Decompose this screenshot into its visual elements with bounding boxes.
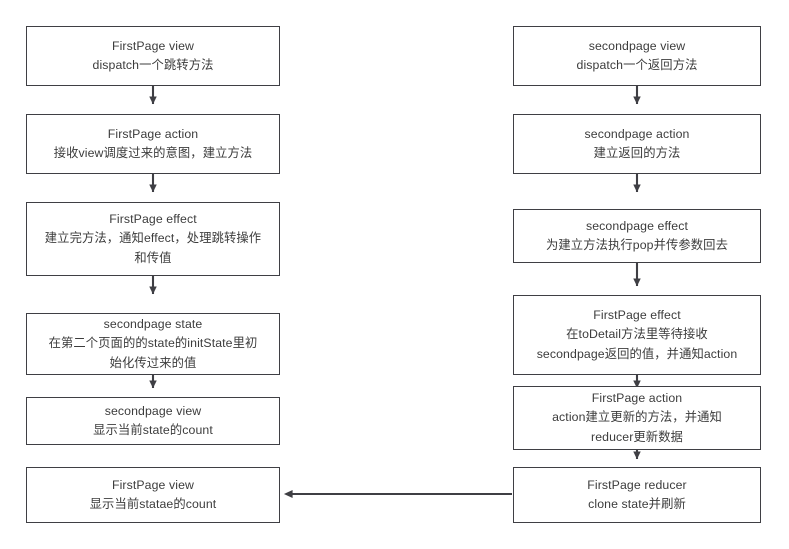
node-text-line: 显示当前state的count (93, 423, 213, 437)
node-text-line: 接收view调度过来的意图，建立方法 (53, 146, 253, 160)
node-text-line: secondpage view (588, 38, 686, 53)
node-text-line: FirstPage effect (593, 308, 681, 323)
node-text-line: 在toDetail方法里等待接收 (566, 327, 708, 342)
node-text-line: secondpage action (584, 126, 690, 141)
node-text-line: reducer更新数据 (591, 429, 683, 444)
node-text-line: FirstPage view (111, 38, 195, 53)
node-right-secondpage-effect[interactable]: secondpage effect 为建立方法执行pop并传参数回去 (513, 209, 761, 263)
node-text-line: secondpage effect (586, 218, 688, 233)
node-right-firstpage-reducer[interactable]: FirstPage reducer clone state并刷新 (513, 467, 761, 523)
node-text-line: 和传值 (134, 250, 172, 265)
node-text-line: FirstPage action (591, 391, 683, 406)
node-text-line: FirstPage action (107, 126, 199, 141)
node-text-line: FirstPage effect (109, 212, 197, 227)
node-text-line: 显示当前statae的count (89, 497, 217, 511)
node-right-secondpage-view[interactable]: secondpage view dispatch一个返回方法 (513, 26, 761, 86)
node-text-line: secondpage view (104, 403, 202, 418)
node-text-line: 为建立方法执行pop并传参数回去 (546, 238, 728, 252)
node-right-secondpage-action[interactable]: secondpage action 建立返回的方法 (513, 114, 761, 174)
node-left-firstpage-view[interactable]: FirstPage view dispatch一个跳转方法 (26, 26, 280, 86)
node-text-line: 始化传过来的值 (109, 355, 197, 370)
node-left-firstpage-effect[interactable]: FirstPage effect 建立完方法，通知effect，处理跳转操作 和… (26, 202, 280, 276)
node-left-secondpage-view[interactable]: secondpage view 显示当前state的count (26, 397, 280, 445)
node-text-line: 建立完方法，通知effect，处理跳转操作 (44, 231, 262, 246)
node-left-firstpage-action[interactable]: FirstPage action 接收view调度过来的意图，建立方法 (26, 114, 280, 174)
node-text-line: FirstPage view (111, 477, 195, 492)
node-text-line: clone state并刷新 (588, 497, 686, 511)
node-text-line: 建立返回的方法 (593, 146, 681, 160)
node-text-line: dispatch一个返回方法 (576, 58, 698, 72)
node-left-secondpage-state[interactable]: secondpage state 在第二个页面的的state的initState… (26, 313, 280, 375)
node-text-line: 在第二个页面的的state的initState里初 (48, 336, 258, 351)
node-text-line: FirstPage reducer (587, 477, 687, 492)
node-left-firstpage-view-final[interactable]: FirstPage view 显示当前statae的count (26, 467, 280, 523)
node-text-line: dispatch一个跳转方法 (92, 58, 214, 72)
node-text-line: action建立更新的方法，并通知 (552, 410, 722, 425)
node-text-line: secondpage返回的值，并通知action (536, 346, 738, 361)
node-text-line: secondpage state (103, 317, 203, 332)
node-right-firstpage-action[interactable]: FirstPage action action建立更新的方法，并通知 reduc… (513, 386, 761, 450)
node-right-firstpage-effect[interactable]: FirstPage effect 在toDetail方法里等待接收 second… (513, 295, 761, 375)
